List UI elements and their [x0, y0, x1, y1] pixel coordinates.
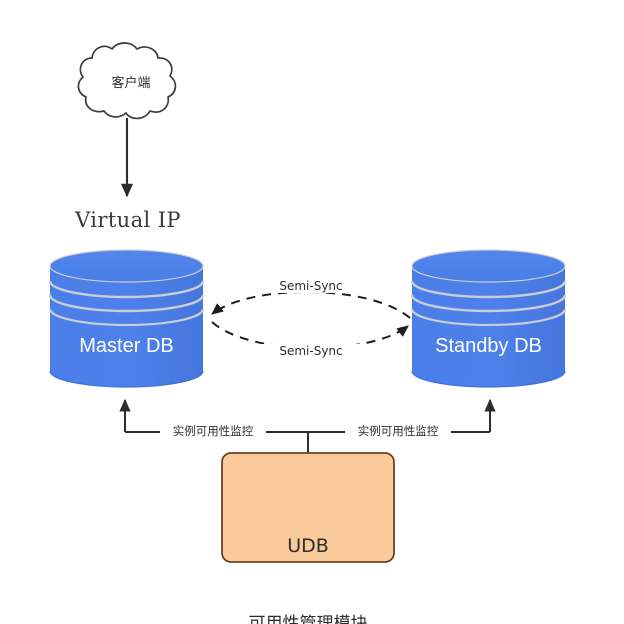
edge-label-monitor-standby: 实例可用性监控 [345, 423, 451, 439]
master-db-ring-1 [48, 280, 205, 299]
client-cloud-label: 客户端 [111, 76, 151, 91]
standby-db-ring-2 [410, 294, 567, 313]
master-db-ring-2 [48, 294, 205, 313]
master-db-top [49, 249, 204, 283]
client-cloud-node[interactable] [77, 42, 177, 120]
master-db-node[interactable] [48, 249, 205, 388]
master-db-ring-3 [48, 308, 205, 327]
udb-module-label-line1: UDB [287, 534, 329, 557]
standby-db-bottom-edge [411, 370, 566, 388]
edge-standby-to-master [211, 291, 411, 319]
standby-db-body [412, 266, 565, 387]
standby-db-ring-3 [410, 308, 567, 327]
master-db-body [50, 266, 203, 387]
udb-module-label: UDB 可用性管理模块 [222, 482, 394, 624]
standby-db-top [411, 249, 566, 283]
standby-db-label: Standby DB [435, 335, 542, 357]
master-db-bottom-edge [49, 370, 204, 388]
master-db-label: Master DB [79, 335, 174, 357]
edge-label-semi-sync-top: Semi-Sync [258, 279, 364, 293]
edge-label-monitor-master: 实例可用性监控 [160, 423, 266, 439]
udb-module-box [221, 452, 395, 563]
standby-db-node[interactable] [410, 249, 567, 388]
virtual-ip-label: Virtual IP [75, 208, 181, 232]
udb-module-node[interactable] [221, 452, 395, 563]
cloud-icon [77, 42, 177, 120]
standby-db-ring-1 [410, 280, 567, 299]
edge-label-semi-sync-bottom: Semi-Sync [258, 344, 364, 358]
udb-module-label-line2: 可用性管理模块 [248, 613, 368, 624]
